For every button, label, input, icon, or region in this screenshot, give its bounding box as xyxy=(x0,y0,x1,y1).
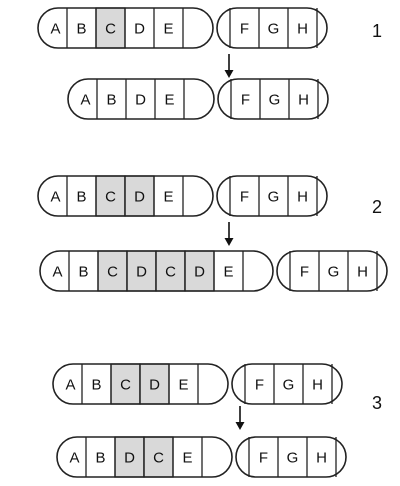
gene-label: C xyxy=(105,189,116,206)
gene-label: A xyxy=(69,450,79,467)
panel-number: 2 xyxy=(372,197,382,217)
gene-label: B xyxy=(95,450,105,467)
gene-label: A xyxy=(50,189,60,206)
gene-label: B xyxy=(91,377,101,394)
gene-label: E xyxy=(164,92,174,109)
gene-label: C xyxy=(105,21,116,38)
right-arm-outline xyxy=(276,250,388,292)
gene-label: A xyxy=(50,21,60,38)
gene-label: G xyxy=(268,189,280,206)
gene-label: D xyxy=(134,189,145,206)
gene-label: D xyxy=(135,92,146,109)
gene-label: B xyxy=(106,92,116,109)
panel-number: 3 xyxy=(372,393,382,413)
left-arm-outline xyxy=(67,78,215,120)
gene-label: F xyxy=(240,189,249,206)
panel-number: 1 xyxy=(372,21,382,41)
down-arrow-icon xyxy=(235,422,245,430)
gene-label: E xyxy=(182,450,192,467)
gene-label: F xyxy=(240,21,249,38)
gene-label: D xyxy=(194,264,205,281)
right-arm-outline xyxy=(216,175,328,217)
gene-label: C xyxy=(153,450,164,467)
gene-label: E xyxy=(223,264,233,281)
gene-label: C xyxy=(165,264,176,281)
down-arrow-icon xyxy=(224,70,234,78)
gene-label: D xyxy=(124,450,135,467)
gene-label: H xyxy=(297,21,308,38)
right-arm-outline xyxy=(217,78,329,120)
gene-label: C xyxy=(120,377,131,394)
gene-label: B xyxy=(76,21,86,38)
shaded-gene-band xyxy=(124,175,155,217)
down-arrow-icon xyxy=(224,238,234,246)
gene-label: G xyxy=(268,21,280,38)
gene-label: F xyxy=(241,92,250,109)
gene-label: H xyxy=(298,92,309,109)
gene-label: H xyxy=(357,264,368,281)
gene-label: G xyxy=(328,264,340,281)
right-arm-outline xyxy=(231,363,343,405)
gene-label: G xyxy=(283,377,295,394)
gene-label: E xyxy=(163,189,173,206)
gene-label: D xyxy=(136,264,147,281)
gene-label: C xyxy=(107,264,118,281)
gene-label: F xyxy=(259,450,268,467)
gene-label: H xyxy=(297,189,308,206)
gene-label: H xyxy=(316,450,327,467)
gene-label: F xyxy=(300,264,309,281)
gene-label: D xyxy=(134,21,145,38)
gene-label: F xyxy=(255,377,264,394)
right-arm-outline xyxy=(235,436,347,478)
right-arm-outline xyxy=(216,7,328,49)
gene-label: A xyxy=(52,264,62,281)
gene-label: A xyxy=(80,92,90,109)
gene-label: A xyxy=(65,377,75,394)
gene-label: B xyxy=(76,189,86,206)
gene-label: B xyxy=(78,264,88,281)
gene-label: G xyxy=(269,92,281,109)
gene-label: D xyxy=(149,377,160,394)
gene-label: H xyxy=(312,377,323,394)
gene-label: E xyxy=(178,377,188,394)
shaded-gene-band xyxy=(95,175,126,217)
gene-label: G xyxy=(287,450,299,467)
gene-label: E xyxy=(163,21,173,38)
